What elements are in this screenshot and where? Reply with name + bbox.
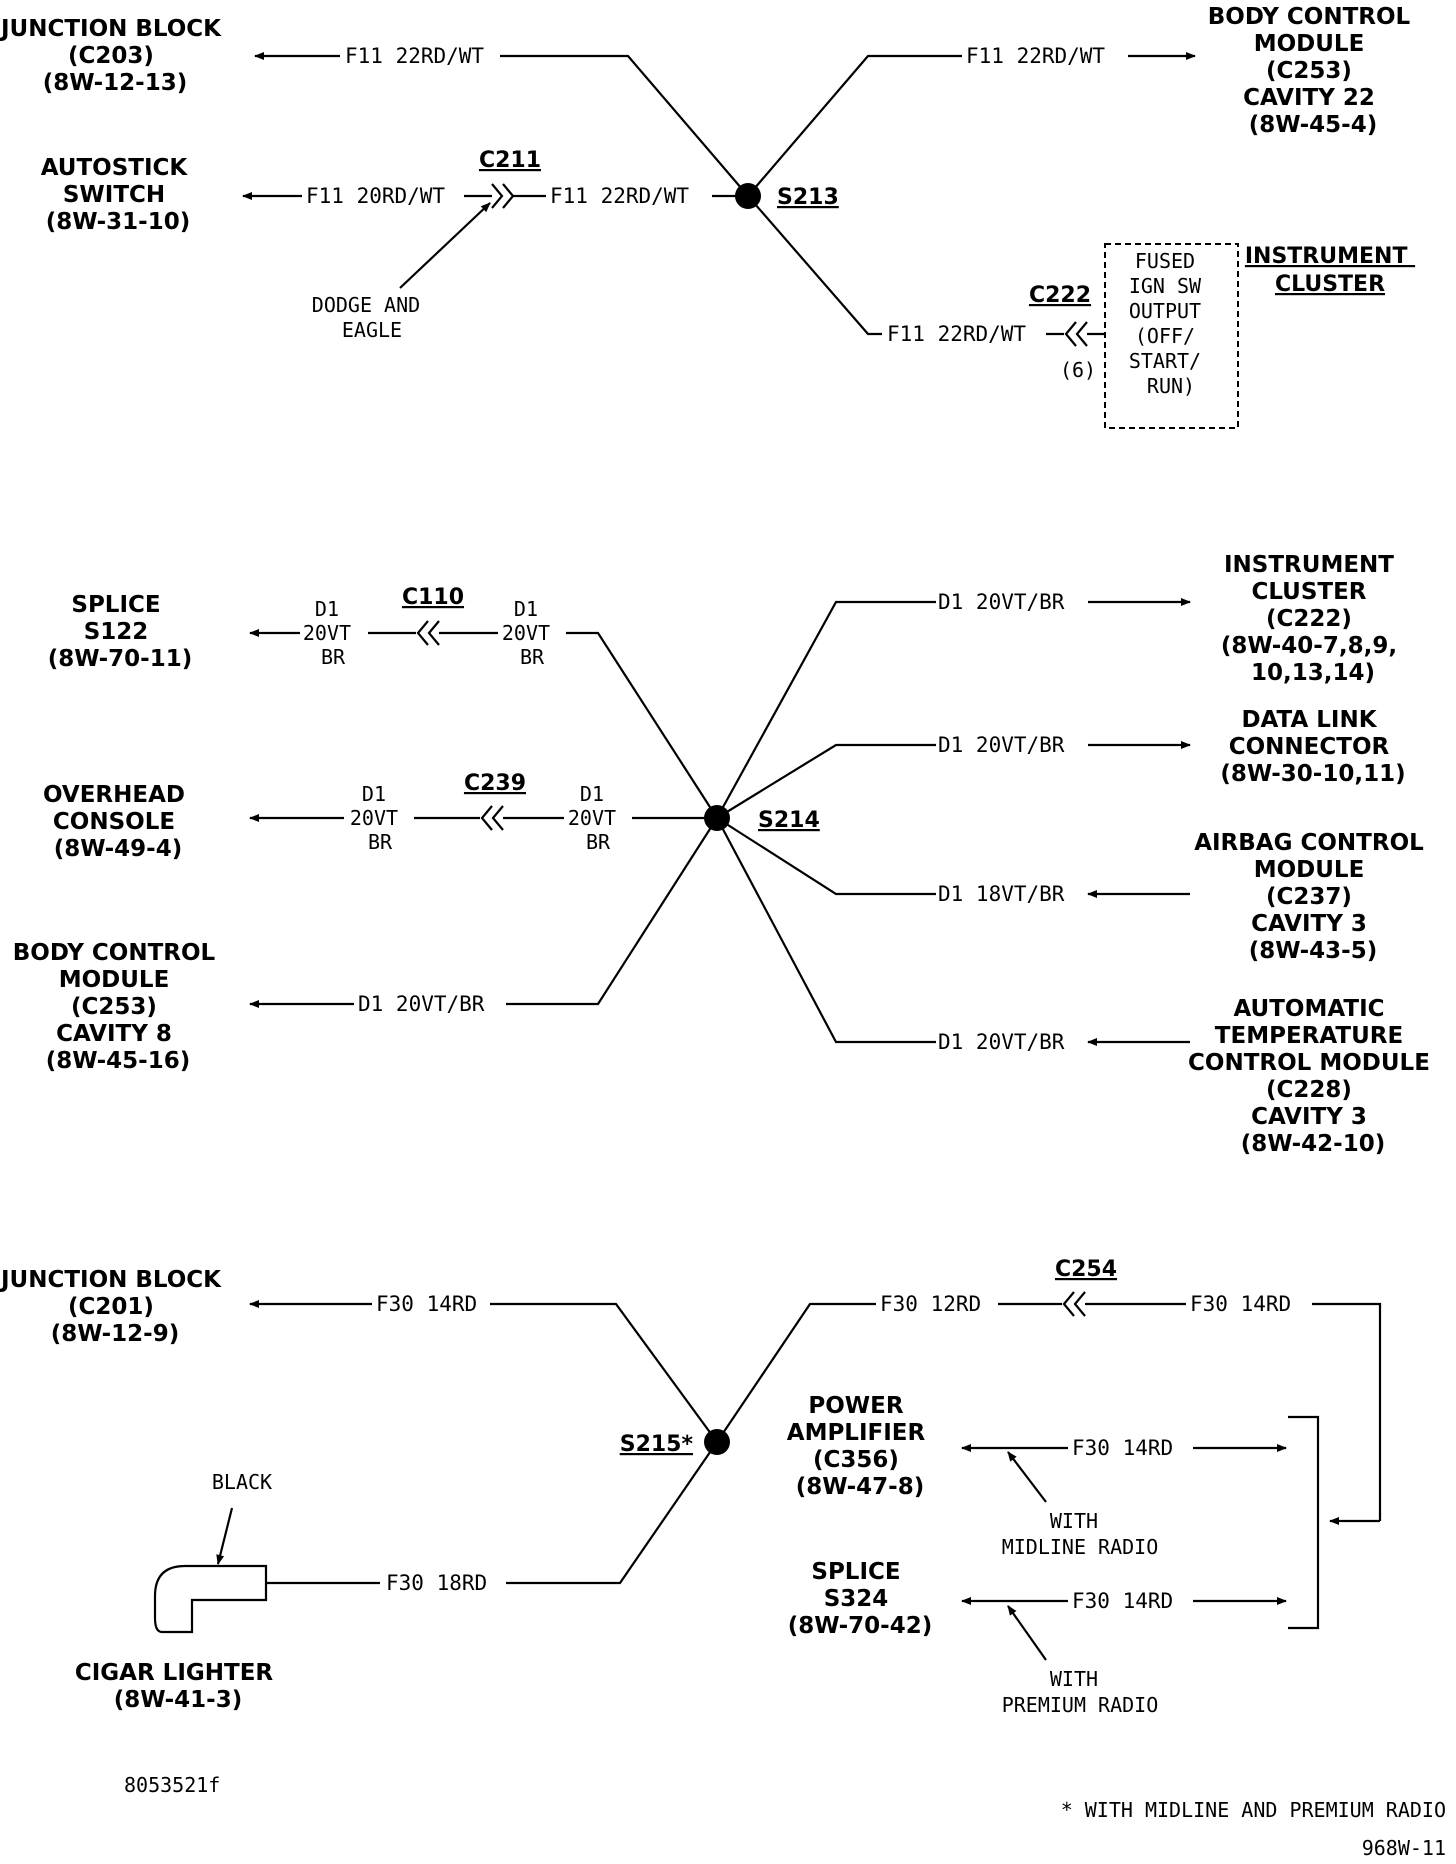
wire-label-dlc: D1 20VT/BR — [938, 733, 1065, 757]
fused-ign-box — [1104, 243, 1239, 429]
splice-s215-label: S215* — [620, 1432, 694, 1457]
wire-label-airbag: D1 18VT/BR — [938, 882, 1065, 906]
splice-s214 — [704, 805, 730, 831]
wire-label-c254-right: F30 14RD — [1190, 1292, 1291, 1316]
connector-c239-symbol — [480, 805, 504, 831]
wire-bcm8-to-s214 — [506, 817, 718, 1006]
wire-jb-c201-to-s215 — [490, 1302, 718, 1443]
fused-ign-box-text: FUSED IGN SW OUTPUT (OFF/ START/ RUN) — [1129, 249, 1213, 398]
bcm-cavity-22-label: BODY CONTROL MODULE (C253) CAVITY 22 (8W… — [1208, 4, 1418, 138]
note-premium-radio: WITH PREMIUM RADIO — [1002, 1667, 1159, 1717]
wire-cigar-to-s215 — [506, 1441, 718, 1585]
d1-circuit-group: SPLICE S122 (8W-70-11) OVERHEAD CONSOLE … — [13, 552, 1438, 1157]
splice-s324-label: SPLICE S324 (8W-70-42) — [788, 1559, 932, 1639]
wire-label-bcm8: D1 20VT/BR — [358, 992, 485, 1016]
footnote: * WITH MIDLINE AND PREMIUM RADIO — [1061, 1798, 1446, 1822]
f30-circuit-group: JUNCTION BLOCK (C201) (8W-12-9) CIGAR LI… — [0, 1257, 1382, 1717]
wire-s213-to-cluster — [747, 195, 882, 336]
cigar-lighter-icon — [153, 1564, 268, 1634]
wire-label-s122-left: D1 20VT BR — [303, 597, 363, 669]
junction-block-c203-label: JUNCTION BLOCK (C203) (8W-12-13) — [0, 16, 229, 96]
connector-c110-symbol — [416, 620, 440, 646]
wire-s214-to-airbag — [716, 817, 936, 896]
note-black: BLACK — [212, 1470, 272, 1494]
wire-s214-to-cluster — [716, 600, 936, 819]
power-amplifier-label: POWER AMPLIFIER (C356) (8W-47-8) — [787, 1393, 933, 1500]
wire-label-atc: D1 20VT/BR — [938, 1030, 1065, 1054]
note-midline-radio: WITH MIDLINE RADIO — [1002, 1509, 1159, 1559]
page-code: 968W-11 — [1362, 1836, 1446, 1860]
connector-c222-label: C222 — [1029, 283, 1091, 308]
connector-c211-symbol — [491, 183, 515, 209]
note-arrow-black — [216, 1507, 234, 1565]
wire-c254-down — [1312, 1302, 1382, 1521]
junction-block-c201-label: JUNCTION BLOCK (C201) (8W-12-9) — [0, 1267, 229, 1347]
connector-c239-label: C239 — [464, 771, 526, 796]
wire-s213-to-bcm — [747, 54, 962, 197]
wire-jb-to-s213 — [500, 54, 749, 197]
note-dodge-eagle: DODGE AND EAGLE — [312, 293, 432, 342]
note-arrow-dodge-eagle — [399, 202, 491, 289]
wire-s122-to-s214 — [566, 631, 718, 819]
wire-label-s324: F30 14RD — [1072, 1589, 1173, 1613]
splice-s214-label: S214 — [758, 808, 820, 833]
wire-label-cluster: D1 20VT/BR — [938, 590, 1065, 614]
splice-s213-label: S213 — [777, 185, 839, 210]
wire-label-s213-bcm: F11 22RD/WT — [966, 44, 1105, 68]
splice-s122-label: SPLICE S122 (8W-70-11) — [48, 592, 192, 672]
cigar-lighter-label: CIGAR LIGHTER (8W-41-3) — [75, 1660, 281, 1713]
splice-s215 — [704, 1429, 730, 1455]
instrument-cluster-c222-label: INSTRUMENT CLUSTER (C222) (8W-40-7,8,9, … — [1221, 552, 1405, 686]
wire-label-overhead-left: D1 20VT BR — [350, 782, 410, 854]
wire-label-s122-right: D1 20VT BR — [502, 597, 562, 669]
instrument-cluster-label: INSTRUMENT CLUSTER — [1245, 244, 1415, 297]
wire-label-overhead-right: D1 20VT BR — [568, 782, 628, 854]
note-arrow-midline — [1007, 1451, 1047, 1503]
wire-s215-to-c254 — [716, 1302, 876, 1443]
data-link-connector-label: DATA LINK CONNECTOR (8W-30-10,11) — [1220, 707, 1405, 787]
connector-c254-symbol — [1062, 1291, 1086, 1317]
connector-c254-label: C254 — [1055, 1257, 1117, 1282]
wire-label-s213-cluster: F11 22RD/WT — [887, 322, 1026, 346]
wire-label-autostick-left: F11 20RD/WT — [306, 184, 445, 208]
connector-c222-symbol — [1064, 321, 1088, 347]
overhead-console-label: OVERHEAD CONSOLE (8W-49-4) — [43, 782, 193, 862]
wire-label-cigar: F30 18RD — [386, 1571, 487, 1595]
f11-circuit-group: JUNCTION BLOCK (C203) (8W-12-13) AUTOSTI… — [0, 4, 1418, 429]
wire-label-jb-c201: F30 14RD — [376, 1292, 477, 1316]
wire-s214-to-dlc — [716, 743, 936, 819]
wire-label-c254-left: F30 12RD — [880, 1292, 981, 1316]
figure-id: 8053521f — [124, 1773, 220, 1797]
wire-label-jb-s213: F11 22RD/WT — [345, 44, 484, 68]
autostick-switch-label: AUTOSTICK SWITCH (8W-31-10) — [41, 155, 196, 235]
bracket-radio-options — [1288, 1415, 1320, 1630]
wire-label-autostick-right: F11 22RD/WT — [550, 184, 689, 208]
wire-label-amp: F30 14RD — [1072, 1436, 1173, 1460]
connector-c110-label: C110 — [402, 585, 464, 610]
connector-c211-label: C211 — [479, 148, 541, 173]
connector-c222-pin: (6) — [1060, 358, 1096, 382]
note-arrow-premium — [1007, 1605, 1047, 1661]
wire-s214-to-atc — [716, 817, 936, 1044]
bcm-cavity-8-label: BODY CONTROL MODULE (C253) CAVITY 8 (8W-… — [13, 940, 223, 1074]
airbag-control-module-label: AIRBAG CONTROL MODULE (C237) CAVITY 3 (8… — [1194, 830, 1432, 964]
atc-module-label: AUTOMATIC TEMPERATURE CONTROL MODULE (C2… — [1188, 996, 1438, 1157]
